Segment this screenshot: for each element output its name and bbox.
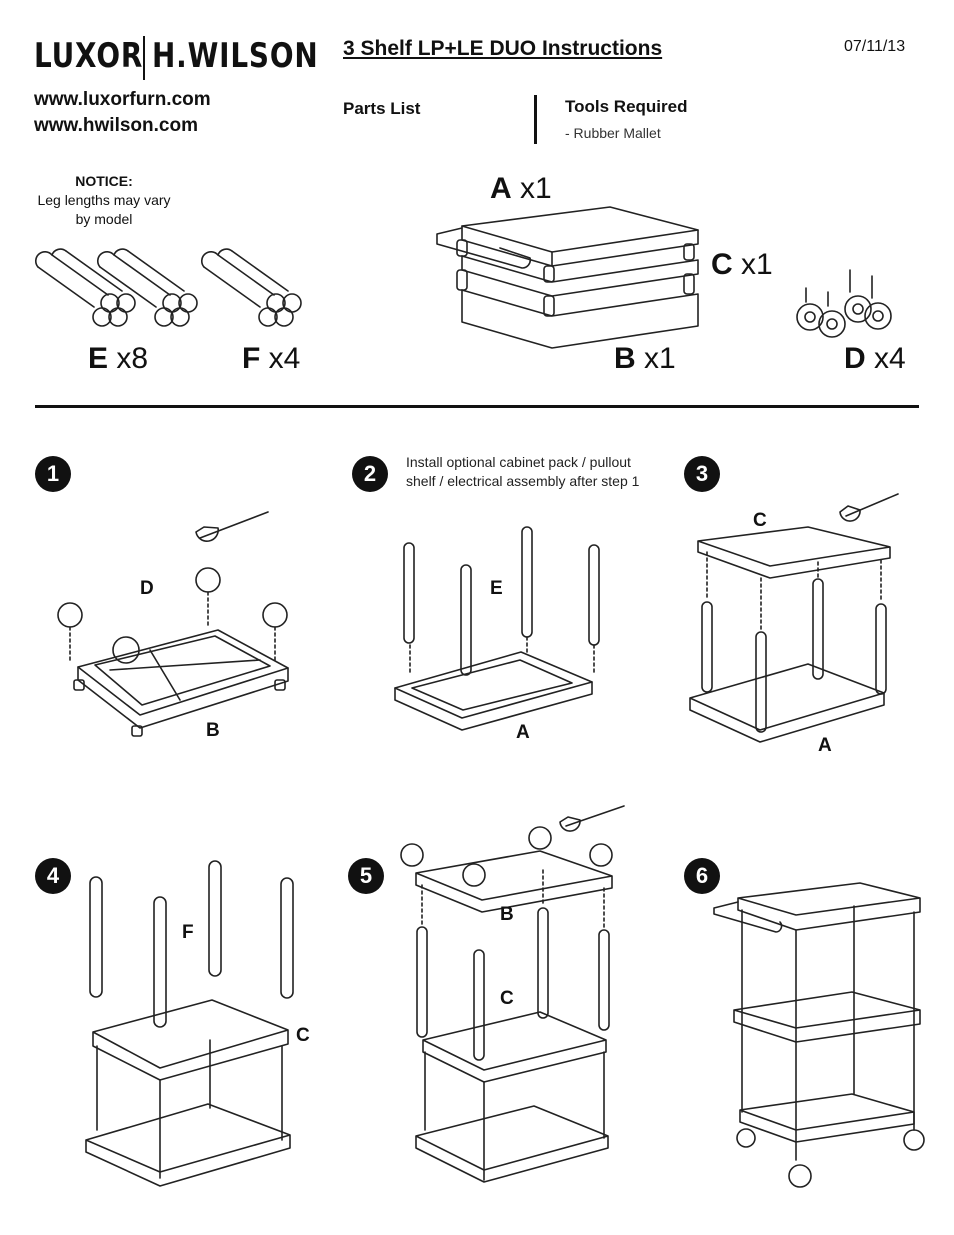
step-badge-5: 5: [348, 858, 384, 894]
notice-text: Leg lengths may vary by model: [37, 192, 171, 227]
page-title: 3 Shelf LP+LE DUO Instructions: [343, 37, 663, 60]
document-date: 07/11/13: [844, 38, 906, 55]
step4-label-c: C: [296, 1025, 310, 1046]
step2-note: Install optional cabinet pack / pullout …: [406, 454, 640, 489]
step-badge-4: 4: [35, 858, 71, 894]
notice: NOTICE: Leg lengths may vary by model: [30, 172, 178, 229]
step2-drawing: [394, 526, 600, 731]
part-label-a: A x1: [490, 172, 552, 205]
tools-heading: Tools Required: [565, 97, 688, 116]
step2-label-a: A: [516, 722, 530, 743]
part-label-f: F x4: [242, 342, 301, 375]
step1-label-d: D: [140, 578, 154, 599]
step3-label-a: A: [818, 735, 832, 756]
step5-label-c: C: [500, 988, 514, 1009]
step2-label-e: E: [490, 578, 503, 599]
step5-label-b: B: [500, 904, 514, 925]
shelves-stack-icon: [436, 206, 699, 349]
part-label-d: D x4: [844, 342, 906, 375]
casters-icon: [796, 269, 892, 338]
leg-bundle-e-icon: [35, 248, 198, 327]
logo-luxor: LUXOR: [34, 36, 144, 76]
step-badge-6: 6: [684, 858, 720, 894]
step4-drawing: [85, 860, 294, 1187]
logo-hwilson: H.WILSON: [152, 36, 319, 76]
part-label-b: B x1: [614, 342, 676, 375]
step-badge-2: 2: [352, 456, 388, 492]
tool-item: - Rubber Mallet: [565, 125, 661, 141]
step1-drawing: [57, 511, 289, 737]
section-divider: [35, 405, 919, 408]
url-hwilson[interactable]: www.hwilson.com: [34, 115, 198, 136]
part-label-e: E x8: [88, 342, 149, 375]
step4-label-f: F: [182, 922, 194, 943]
step-badge-3: 3: [684, 456, 720, 492]
step3-label-c: C: [753, 510, 767, 531]
step1-label-b: B: [206, 720, 220, 741]
step3-drawing: [689, 493, 899, 743]
leg-bundle-f-icon: [201, 248, 302, 327]
header-divider: [534, 95, 537, 144]
logo-divider: [143, 36, 145, 80]
url-luxor[interactable]: www.luxorfurn.com: [34, 89, 211, 110]
notice-title: NOTICE:: [75, 173, 133, 189]
parts-list-heading: Parts List: [343, 99, 421, 118]
step-badge-1: 1: [35, 456, 71, 492]
step6-drawing: [713, 882, 925, 1188]
part-label-c: C x1: [711, 248, 773, 281]
step5-drawing: [400, 805, 625, 1183]
